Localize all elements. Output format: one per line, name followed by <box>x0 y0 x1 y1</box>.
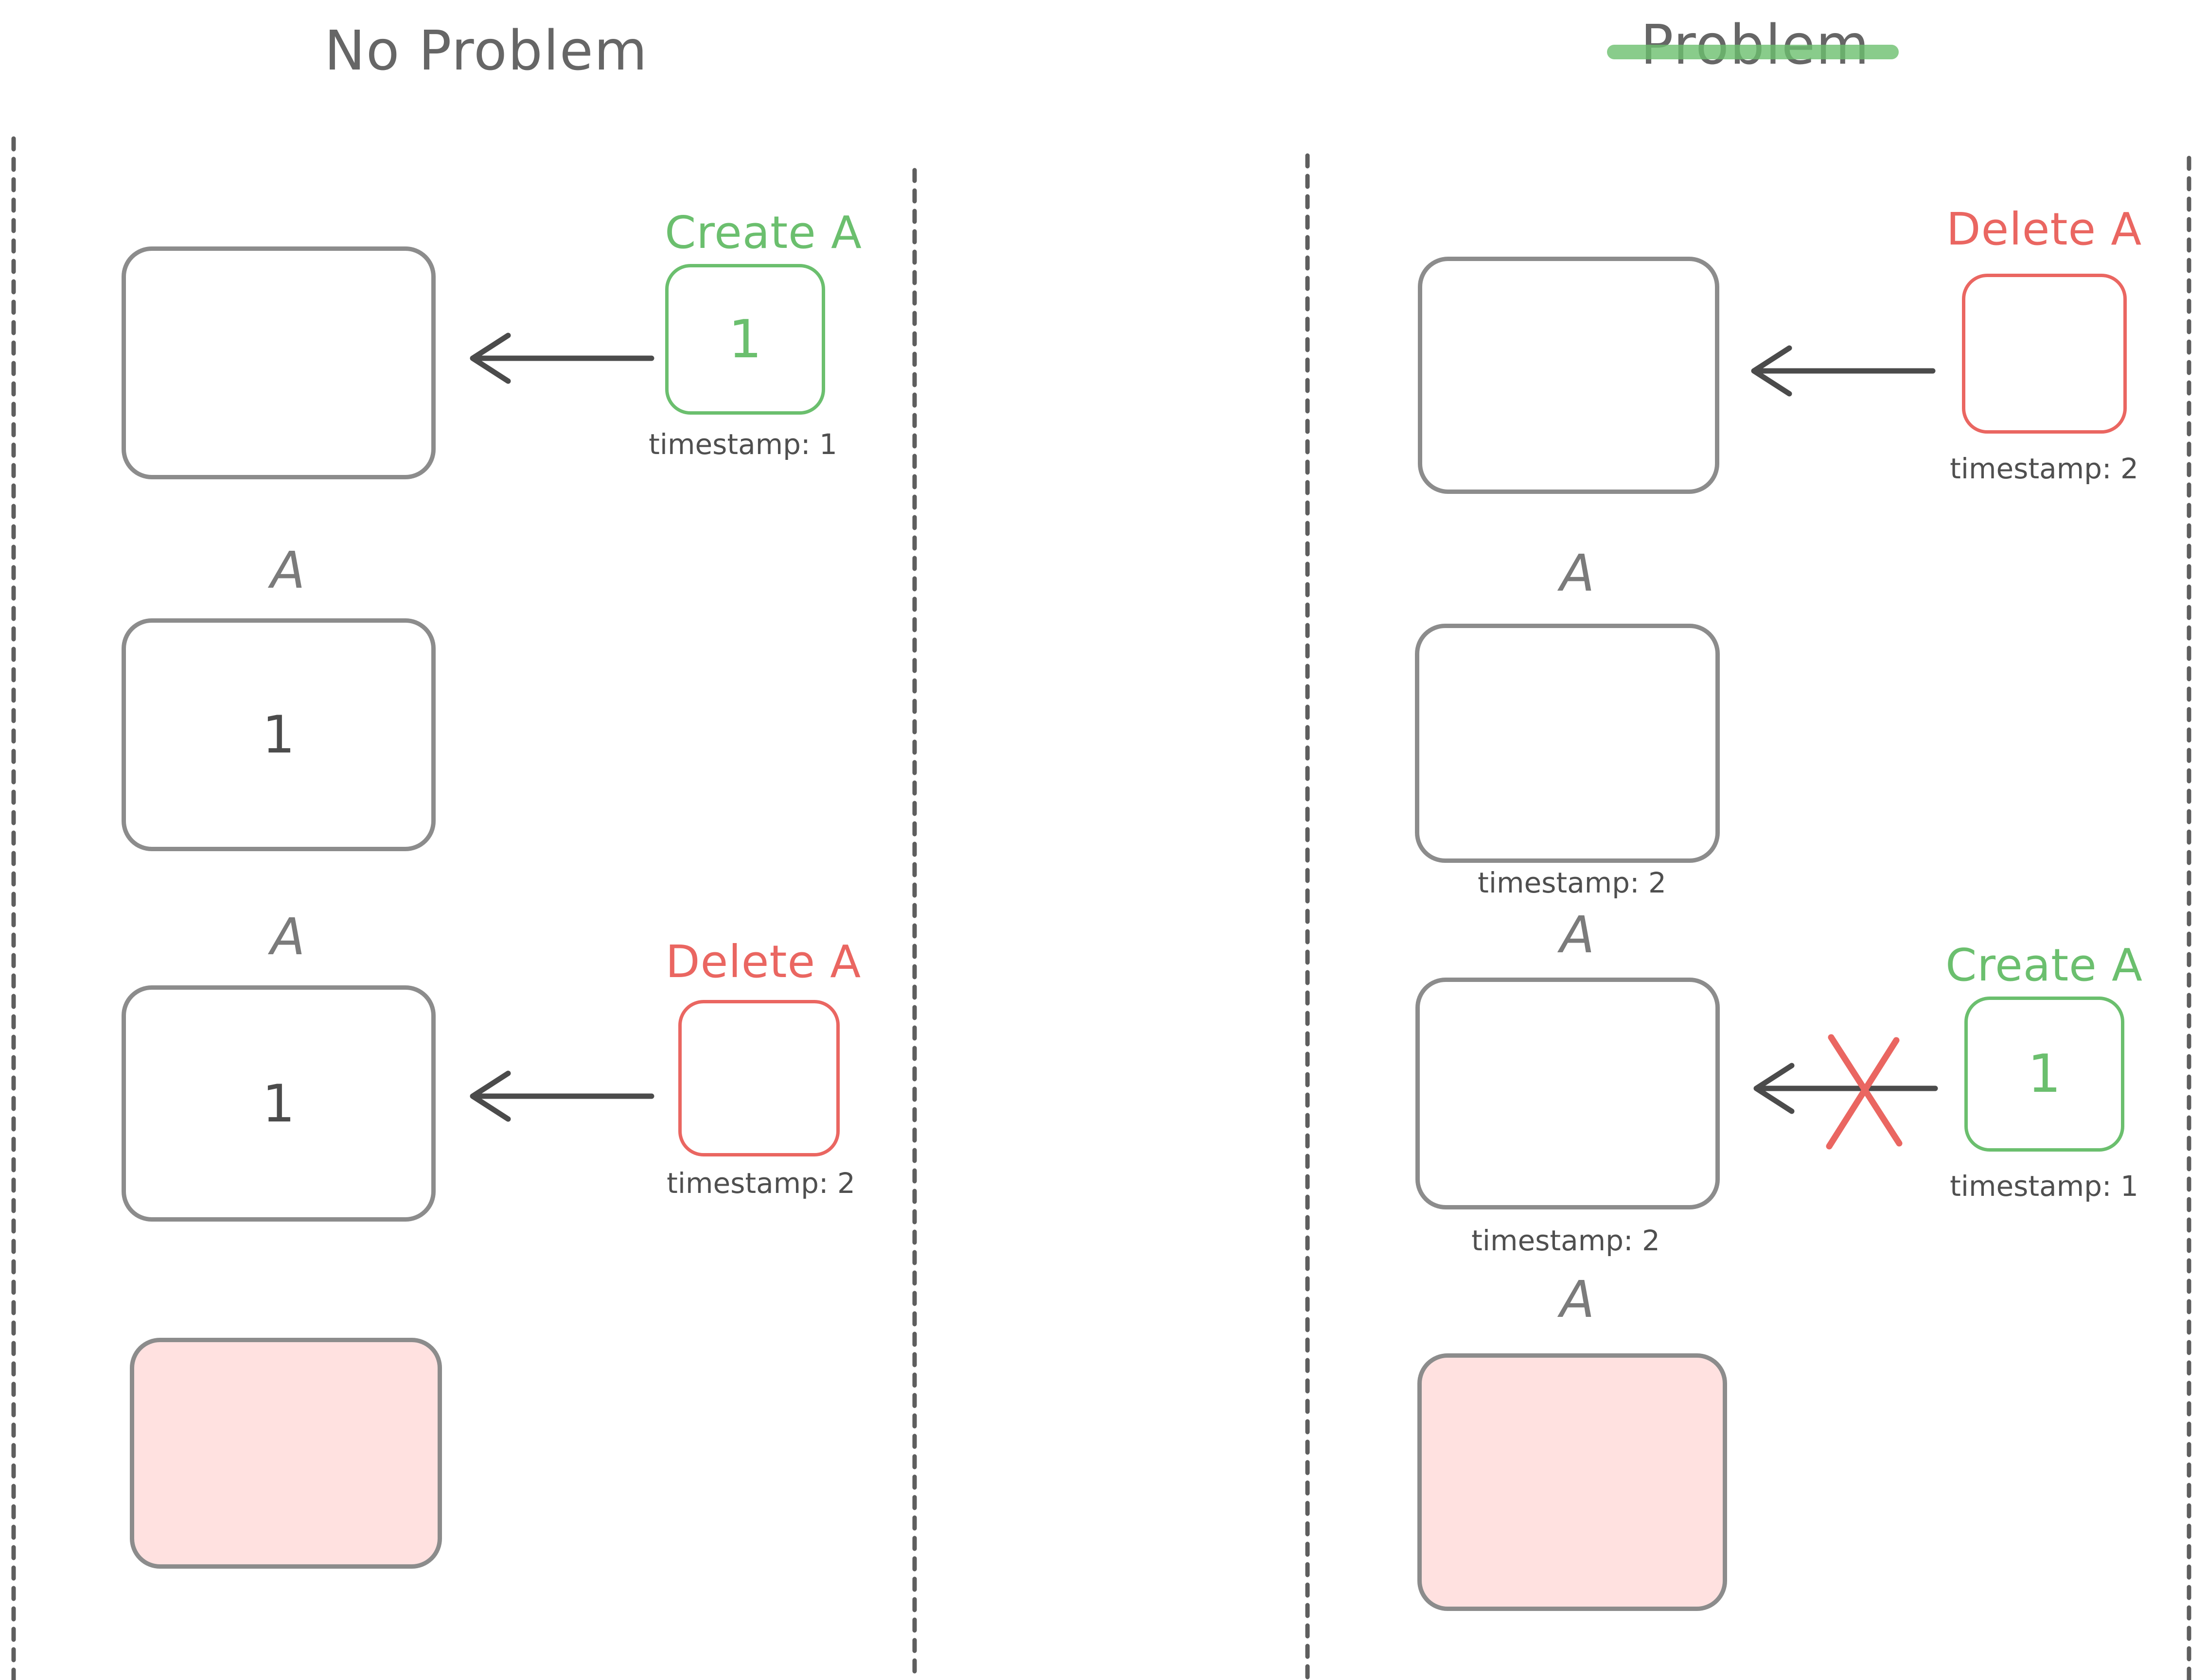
strikethrough-mark <box>1607 45 1899 59</box>
left-step3-timestamp: timestamp: 2 <box>667 1167 855 1200</box>
left-step4-deleted-state-box <box>130 1338 442 1569</box>
right-step3-event-box: 1 <box>1964 997 2124 1152</box>
left-step3-event-label: Delete A <box>665 936 862 988</box>
dashed-separator-middle-right <box>1305 153 1310 1680</box>
right-step3-arrow-left-icon <box>1753 1063 1938 1114</box>
right-step3-event-label: Create A <box>1945 939 2143 991</box>
left-step3-event-box <box>678 1000 840 1156</box>
right-step4-deleted-state-box <box>1417 1353 1727 1611</box>
right-step1-timestamp: timestamp: 2 <box>1950 452 2138 485</box>
left-step3-state-box: 1 <box>122 985 436 1222</box>
left-step2-node-label: A <box>270 541 305 600</box>
right-step1-arrow-left-icon <box>1751 345 1936 397</box>
left-step1-event-label: Create A <box>665 207 862 259</box>
dashed-separator-middle-left <box>912 168 917 1680</box>
right-step2-node-label: A <box>1560 543 1595 603</box>
left-step2-state-box: 1 <box>122 618 436 851</box>
right-step3-event-timestamp: timestamp: 1 <box>1950 1170 2138 1203</box>
right-step1-event-label: Delete A <box>1946 203 2142 255</box>
left-step3-arrow-left-icon <box>470 1070 654 1122</box>
right-step4-node-label: A <box>1560 1270 1595 1329</box>
left-step1-timestamp: timestamp: 1 <box>649 428 837 461</box>
left-step1-state-box <box>122 246 436 479</box>
left-panel-title: No Problem <box>324 19 648 83</box>
right-step1-event-box <box>1962 274 2127 434</box>
left-step1-event-box: 1 <box>665 264 825 415</box>
right-step1-state-box <box>1418 257 1719 494</box>
right-step3-node-label: A <box>1560 905 1595 964</box>
left-step1-arrow-left-icon <box>470 332 654 384</box>
right-step2-timestamp: timestamp: 2 <box>1478 866 1666 899</box>
left-step3-node-label: A <box>270 907 305 966</box>
right-step3-state-box <box>1415 978 1720 1209</box>
left-step2-state-value: 1 <box>262 705 295 765</box>
rejected-cross-icon <box>1826 1034 1903 1150</box>
dashed-separator-right <box>2187 156 2191 1680</box>
left-step3-state-value: 1 <box>262 1073 295 1134</box>
right-step3-timestamp: timestamp: 2 <box>1471 1224 1660 1257</box>
dashed-separator-left <box>11 136 16 1680</box>
left-step1-event-value: 1 <box>728 309 762 370</box>
right-step3-event-value: 1 <box>2028 1044 2061 1104</box>
right-step2-state-box <box>1415 624 1720 863</box>
